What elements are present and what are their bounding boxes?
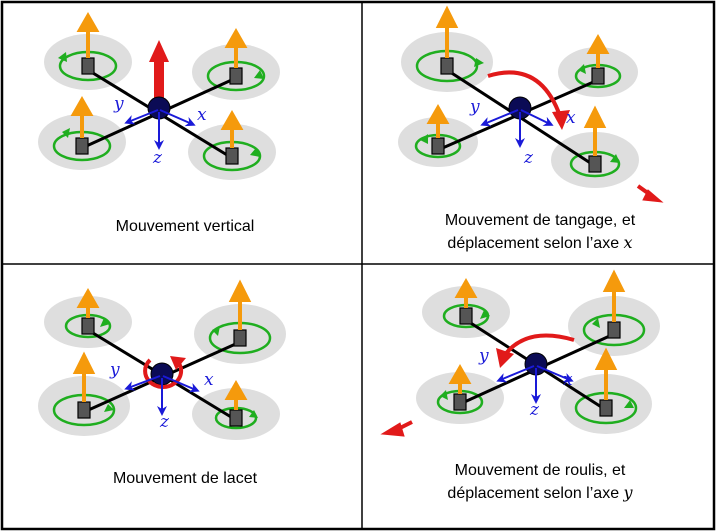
thrust-arrow-icon	[426, 5, 610, 156]
rotation-arrow-icon	[420, 58, 620, 163]
caption-line: déplacement selon l’axe y	[368, 482, 712, 505]
body-axes	[124, 109, 196, 150]
rotation-arrow-icon	[58, 52, 264, 157]
displacement-arrow-icon	[380, 420, 413, 437]
pitch-rotation-arrow	[487, 70, 570, 130]
caption-variable: x	[623, 233, 633, 252]
panel-vertical	[38, 11, 280, 180]
rotation-arrow-icon	[440, 310, 634, 408]
panel-roulis	[380, 269, 660, 437]
caption-line: Mouvement de tangage, et	[444, 212, 636, 229]
caption-variable: y	[623, 483, 633, 502]
panel-lacet	[38, 279, 286, 440]
thrust-arrow-icon	[70, 11, 248, 148]
caption-text: déplacement selon l’axe	[447, 235, 624, 252]
thrust-arrow-icon	[72, 279, 252, 410]
caption-line: Mouvement de roulis, et	[454, 462, 626, 479]
axis-label-x: x	[197, 105, 207, 125]
caption-tangage: Mouvement de tangage, et déplacement sel…	[368, 210, 712, 255]
axis-label-y: y	[114, 94, 124, 114]
axis-label-x: x	[563, 370, 573, 390]
thrust-arrow-icon	[448, 269, 626, 400]
displacement-arrow-icon	[149, 40, 169, 104]
motors	[453, 307, 621, 417]
axis-label-z: z	[530, 400, 539, 420]
rotation-arrow-icon	[100, 318, 258, 418]
caption-vertical: Mouvement vertical	[20, 216, 350, 238]
axis-label-y: y	[479, 346, 489, 366]
body-axes	[480, 109, 554, 148]
body-axes	[124, 375, 200, 416]
body-axes	[496, 365, 574, 404]
caption-line: Mouvement vertical	[115, 218, 255, 235]
axis-label-z: z	[153, 148, 162, 168]
caption-line: Mouvement de lacet	[112, 470, 258, 487]
roll-rotation-arrow	[496, 333, 575, 368]
axis-label-y: y	[470, 97, 480, 117]
caption-line: déplacement selon l’axe x	[368, 232, 712, 255]
axis-label-y: y	[110, 360, 120, 380]
panel-tangage	[398, 5, 664, 203]
motors	[431, 57, 605, 173]
caption-text: déplacement selon l’axe	[447, 485, 624, 502]
axis-label-x: x	[566, 108, 576, 128]
displacement-arrow-icon	[636, 184, 664, 203]
axis-label-z: z	[524, 148, 533, 168]
axis-label-z: z	[160, 412, 169, 432]
caption-roulis: Mouvement de roulis, et déplacement selo…	[368, 460, 712, 505]
caption-lacet: Mouvement de lacet	[20, 468, 350, 490]
axis-label-x: x	[204, 370, 214, 390]
